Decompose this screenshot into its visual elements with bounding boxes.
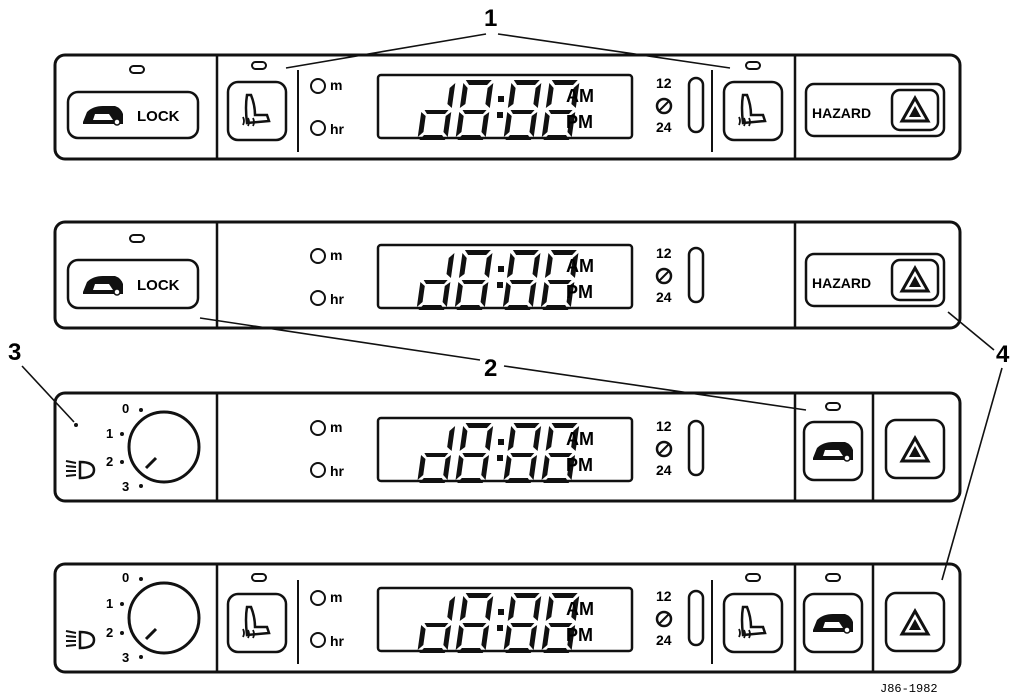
format-12-label: 12 — [656, 588, 672, 604]
callout-2-leader-left — [199, 317, 481, 361]
clock-set-buttons[interactable]: m hr — [310, 419, 345, 479]
heated-seat-left-button[interactable] — [226, 592, 288, 654]
minute-label: m — [330, 77, 342, 93]
hazard-button[interactable]: HAZARD — [804, 82, 946, 138]
minute-label: m — [330, 419, 342, 435]
dimmer-0: 0 — [122, 570, 129, 585]
callout-3-leader — [21, 365, 75, 423]
time-format-switch[interactable]: 12 24 — [655, 75, 705, 135]
heated-seat-left-button[interactable] — [226, 80, 288, 142]
format-12-label: 12 — [656, 75, 672, 91]
lock-label: LOCK — [137, 277, 180, 294]
clock-display: AM PM — [376, 586, 634, 653]
panel-1: LOCK m hr AM PM 12 24 — [53, 53, 962, 161]
lock-button[interactable]: LOCK — [66, 90, 200, 140]
dimmer-2: 2 — [106, 625, 113, 640]
panel-4: 0 1 2 3 m hr AM — [53, 562, 962, 674]
hazard-button[interactable] — [884, 418, 946, 480]
time-format-switch[interactable]: 12 24 — [655, 418, 705, 478]
callout-1-leader-right — [497, 33, 731, 69]
heated-seat-right-button[interactable] — [722, 80, 784, 142]
am-label: AM — [566, 429, 594, 449]
minute-label: m — [330, 247, 342, 263]
hazard-label: HAZARD — [812, 105, 871, 121]
callout-4-leader-upper — [947, 311, 995, 351]
time-format-switch[interactable]: 12 24 — [655, 245, 705, 305]
format-12-label: 12 — [656, 418, 672, 434]
callout-2-number: 2 — [484, 355, 497, 382]
callout-4: 4 — [941, 311, 1010, 581]
hour-label: hr — [330, 633, 345, 649]
hour-label: hr — [330, 291, 345, 307]
clock-set-buttons[interactable]: m hr — [310, 247, 345, 307]
format-12-label: 12 — [656, 245, 672, 261]
am-label: AM — [566, 256, 594, 276]
am-label: AM — [566, 86, 594, 106]
lock-label: LOCK — [137, 108, 180, 125]
dimmer-2: 2 — [106, 454, 113, 469]
lock-button[interactable] — [802, 420, 864, 482]
dimmer-0: 0 — [122, 401, 129, 416]
clock-display: AM PM — [376, 416, 634, 483]
clock-display: AM PM — [376, 243, 634, 310]
hazard-label: HAZARD — [812, 275, 871, 291]
format-24-label: 24 — [656, 289, 672, 305]
heated-seat-right-button[interactable] — [722, 592, 784, 654]
format-24-label: 24 — [656, 632, 672, 648]
panel-2: LOCK m hr AM PM 12 24 HAZAR — [53, 220, 962, 330]
minute-label: m — [330, 589, 342, 605]
callout-2: 2 — [199, 317, 807, 411]
pm-label: PM — [566, 112, 593, 132]
dimmer-1: 1 — [106, 596, 113, 611]
callout-3: 3 — [8, 339, 75, 423]
pm-label: PM — [566, 282, 593, 302]
hour-label: hr — [330, 121, 345, 137]
dimmer-1: 1 — [106, 426, 113, 441]
lock-button[interactable]: LOCK — [66, 258, 200, 310]
callout-1-leader-left — [285, 33, 487, 69]
callout-1: 1 — [285, 5, 731, 69]
pm-label: PM — [566, 625, 593, 645]
format-24-label: 24 — [656, 119, 672, 135]
callout-2-leader-right — [503, 365, 807, 411]
hazard-button[interactable] — [884, 591, 946, 653]
dimmer-3: 3 — [122, 650, 129, 665]
time-format-switch[interactable]: 12 24 — [655, 588, 705, 648]
clock-set-buttons[interactable]: m hr — [310, 77, 345, 137]
am-label: AM — [566, 599, 594, 619]
callout-1-number: 1 — [484, 5, 497, 32]
callout-4-leader-lower — [941, 367, 1003, 581]
clock-set-buttons[interactable]: m hr — [310, 589, 345, 649]
panel-dimmer[interactable]: 0 1 2 3 — [64, 401, 201, 494]
hour-label: hr — [330, 463, 345, 479]
callout-3-number: 3 — [8, 339, 21, 366]
clock-display: AM PM — [376, 73, 634, 140]
dimmer-3: 3 — [122, 479, 129, 494]
format-24-label: 24 — [656, 462, 672, 478]
callout-4-number: 4 — [996, 341, 1010, 368]
lock-button[interactable] — [802, 592, 864, 654]
pm-label: PM — [566, 455, 593, 475]
panel-dimmer[interactable]: 0 1 2 3 — [64, 570, 201, 665]
figure-reference: J86-1982 — [880, 682, 938, 696]
panel-3: 0 1 2 3 m hr AM PM 12 — [53, 391, 962, 503]
hazard-button[interactable]: HAZARD — [804, 252, 946, 308]
